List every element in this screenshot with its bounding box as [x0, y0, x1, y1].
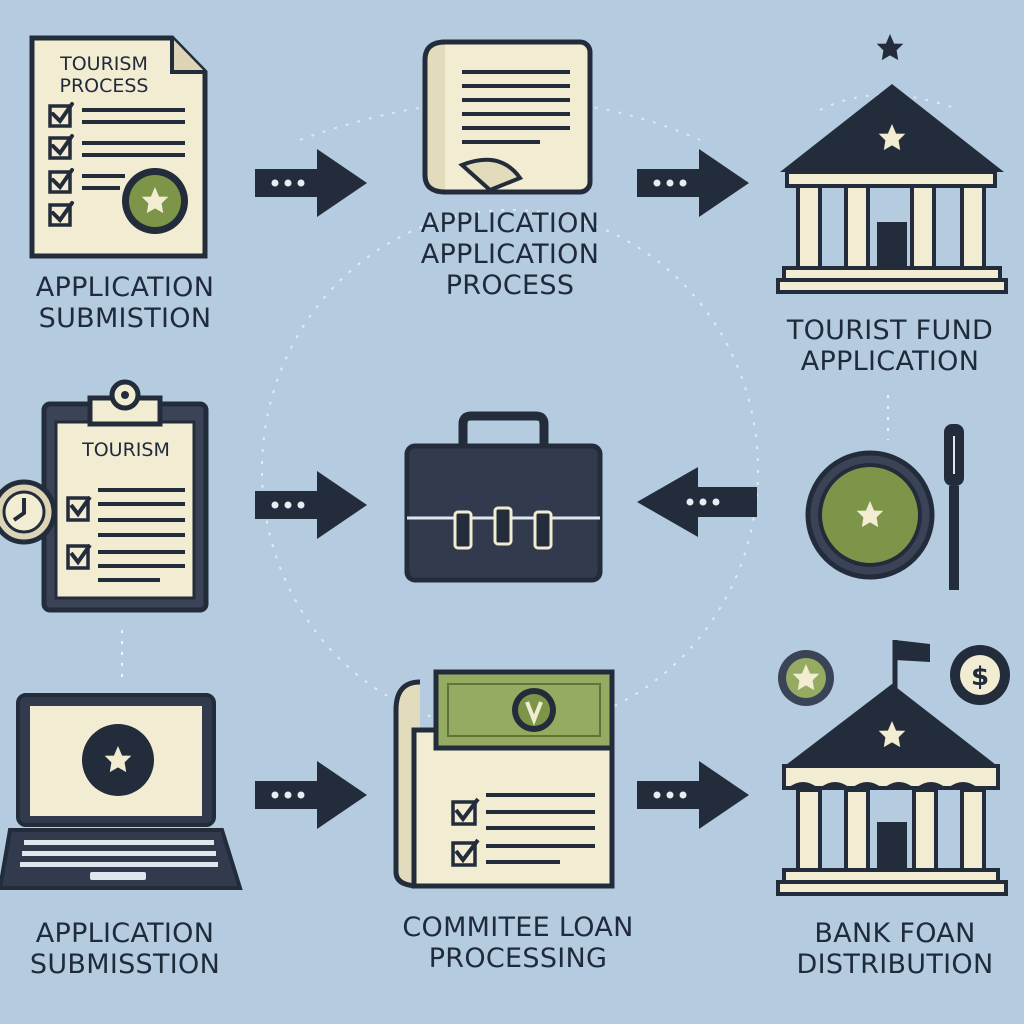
seal-icon	[122, 168, 188, 234]
dotted-guide-arc	[299, 99, 701, 141]
arrow-r2-a	[255, 471, 367, 539]
scroll-icon	[422, 39, 593, 195]
label-r3c2: COMMITEE LOAN PROCESSING	[402, 912, 634, 974]
label-r3c3: BANK FOAN DISTRIBUTION	[796, 918, 994, 980]
briefcase-icon	[404, 411, 603, 583]
doc-title-line-1: TOURISM	[59, 53, 148, 75]
laptop-icon	[0, 693, 243, 890]
clock-icon	[0, 479, 57, 545]
coin-with-pen-icon	[805, 424, 964, 590]
svg-text:$: $	[971, 662, 989, 692]
clipboard-title: TOURISM	[81, 439, 170, 461]
label-r1c2: APPLICATION APPLICATION PROCESS	[420, 208, 600, 301]
dollar-gear-icon: $	[950, 645, 1010, 705]
arrow-r3-a	[255, 761, 367, 829]
loan-document-with-money-icon	[393, 669, 615, 889]
label-r1c1: APPLICATION SUBMISTION	[35, 272, 215, 334]
bank-building-icon: $	[776, 640, 1010, 896]
label-r1c3: TOURIST FUND APPLICATION	[786, 315, 994, 377]
checklist-document-icon	[29, 35, 208, 259]
arrow-r1-b	[637, 149, 749, 217]
arrow-r3-b	[637, 761, 749, 829]
clipboard-icon	[0, 379, 209, 613]
government-building-icon	[776, 34, 1008, 294]
arrow-r2-b	[637, 467, 757, 537]
label-r3c1: APPLICATION SUBMISSTION	[29, 918, 221, 980]
small-coin-icon	[778, 650, 834, 706]
arrow-r1-a	[255, 149, 367, 217]
doc-title-line-2: PROCESS	[59, 75, 148, 97]
